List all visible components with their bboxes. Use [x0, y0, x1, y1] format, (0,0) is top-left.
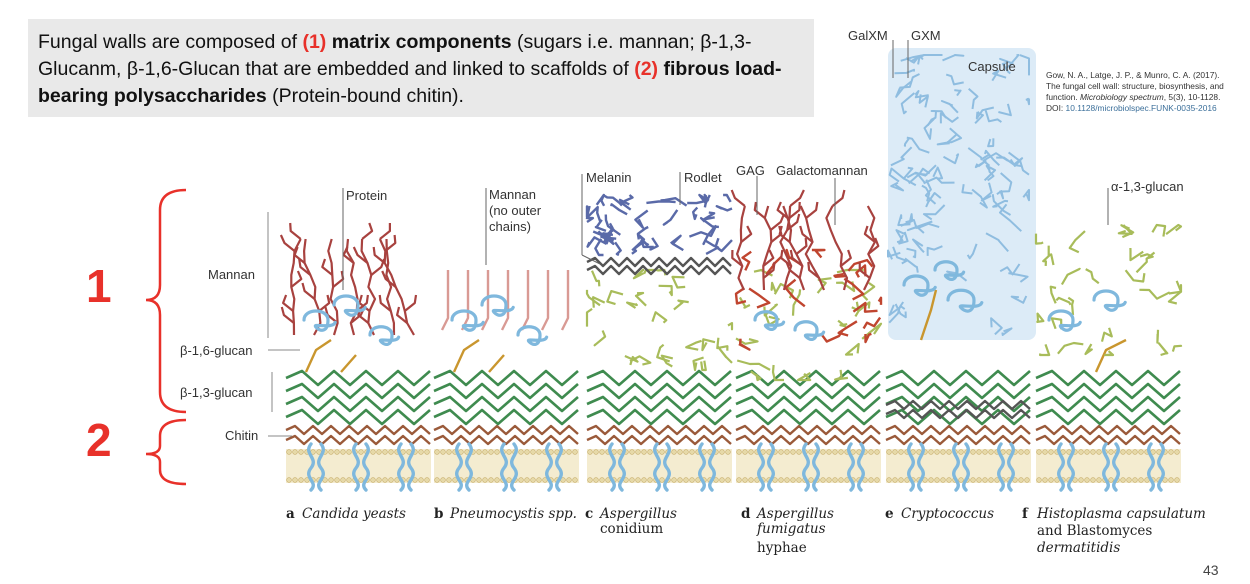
svg-text:c: c [585, 506, 593, 522]
svg-text:and Blastomyces: and Blastomyces [1037, 523, 1152, 539]
panel-caption-b: b Pneumocystis spp. [434, 506, 577, 522]
callout-capsule: Capsule [968, 59, 1016, 74]
chitin-layer [285, 424, 1181, 446]
svg-text:Pneumocystis spp.: Pneumocystis spp. [449, 506, 577, 522]
svg-text:hyphae: hyphae [757, 540, 807, 556]
svg-text:Cryptococcus: Cryptococcus [901, 506, 994, 522]
label-beta-1-6-glucan: β-1,6-glucan [180, 343, 253, 358]
capsule-polysaccharide [887, 54, 1030, 336]
svg-text:a: a [286, 506, 295, 522]
citation-doi[interactable]: 10.1128/microbiolspec.FUNK-0035-2016 [1065, 103, 1217, 113]
brace-label-2: 2 [86, 414, 112, 466]
svg-text:Aspergillus: Aspergillus [598, 506, 677, 522]
callout-galactomannan: Galactomannan [776, 163, 868, 178]
callout-mannan-3: chains) [489, 219, 531, 234]
panel-caption-a: a Candida yeasts [286, 506, 406, 522]
intro-box [28, 19, 814, 117]
callout-rodlet: Rodlet [684, 170, 722, 185]
panel-caption-d: d Aspergillus fumigatus hyphae [741, 506, 834, 556]
svg-text:e: e [885, 506, 894, 522]
panel-caption-e: e Cryptococcus [885, 506, 994, 522]
brace-matrix [145, 188, 187, 414]
callout-galxm: GalXM [848, 28, 888, 43]
intro-term-fibrous: fibrous load-bearing polysaccharides [38, 58, 782, 107]
plasma-membrane [286, 449, 1181, 483]
svg-text:d: d [741, 506, 751, 522]
panel-f-line2: and Blastomyces [1037, 523, 1152, 539]
svg-text:Histoplasma capsulatum: Histoplasma capsulatum [1036, 506, 1206, 522]
brace-fibrous [145, 418, 187, 486]
svg-text:Candida yeasts: Candida yeasts [302, 506, 406, 522]
intro-part-3: (Protein-bound chitin). [266, 85, 464, 107]
beta-1-6-glucan-links [304, 289, 1127, 373]
intro-part-2: (sugars i.e. mannan; β-1,3-Glucanm, β-1,… [38, 31, 752, 80]
intro-text: Fungal walls are composed of (1) matrix … [38, 29, 808, 110]
callout-melanin: Melanin [586, 170, 632, 185]
callout-mannan-1: Mannan [489, 187, 536, 202]
label-chitin: Chitin [225, 428, 258, 443]
callout-gxm: GXM [911, 28, 941, 43]
intro-term-matrix: matrix components [331, 31, 512, 53]
page-number: 43 [1203, 562, 1219, 578]
callout-protein: Protein [346, 188, 387, 203]
svg-text:b: b [434, 506, 443, 522]
callout-mannan-2: (no outer [489, 203, 542, 218]
callout-alpha-1-3-glucan: α-1,3-glucan [1111, 179, 1184, 194]
protein-coils [302, 260, 1165, 492]
callout-gag: GAG [736, 163, 765, 178]
label-beta-1-3-glucan: β-1,3-glucan [180, 385, 253, 400]
intro-part-1: Fungal walls are composed of [38, 31, 303, 53]
beta-1-3-glucan-layer [285, 369, 1181, 426]
svg-text:fumigatus: fumigatus [756, 521, 826, 537]
citation-journal: Microbiology spectrum [1080, 92, 1164, 102]
intro-number-2: (2) [634, 58, 659, 80]
svg-text:conidium: conidium [600, 521, 663, 537]
intro-number-1: (1) [302, 31, 327, 53]
label-mannan: Mannan [208, 267, 255, 282]
panel-caption-f: f Histoplasma capsulatum and Blastomyces… [1022, 506, 1206, 556]
outer-layers [279, 189, 1183, 420]
citation: Gow, N. A., Latge, J. P., & Munro, C. A.… [1046, 70, 1224, 113]
svg-text:Aspergillus: Aspergillus [755, 506, 834, 522]
panel-caption-c: c Aspergillus conidium [585, 506, 677, 537]
brace-label-1: 1 [86, 260, 112, 312]
svg-text:dermatitidis: dermatitidis [1037, 540, 1120, 556]
svg-text:f: f [1022, 506, 1029, 522]
